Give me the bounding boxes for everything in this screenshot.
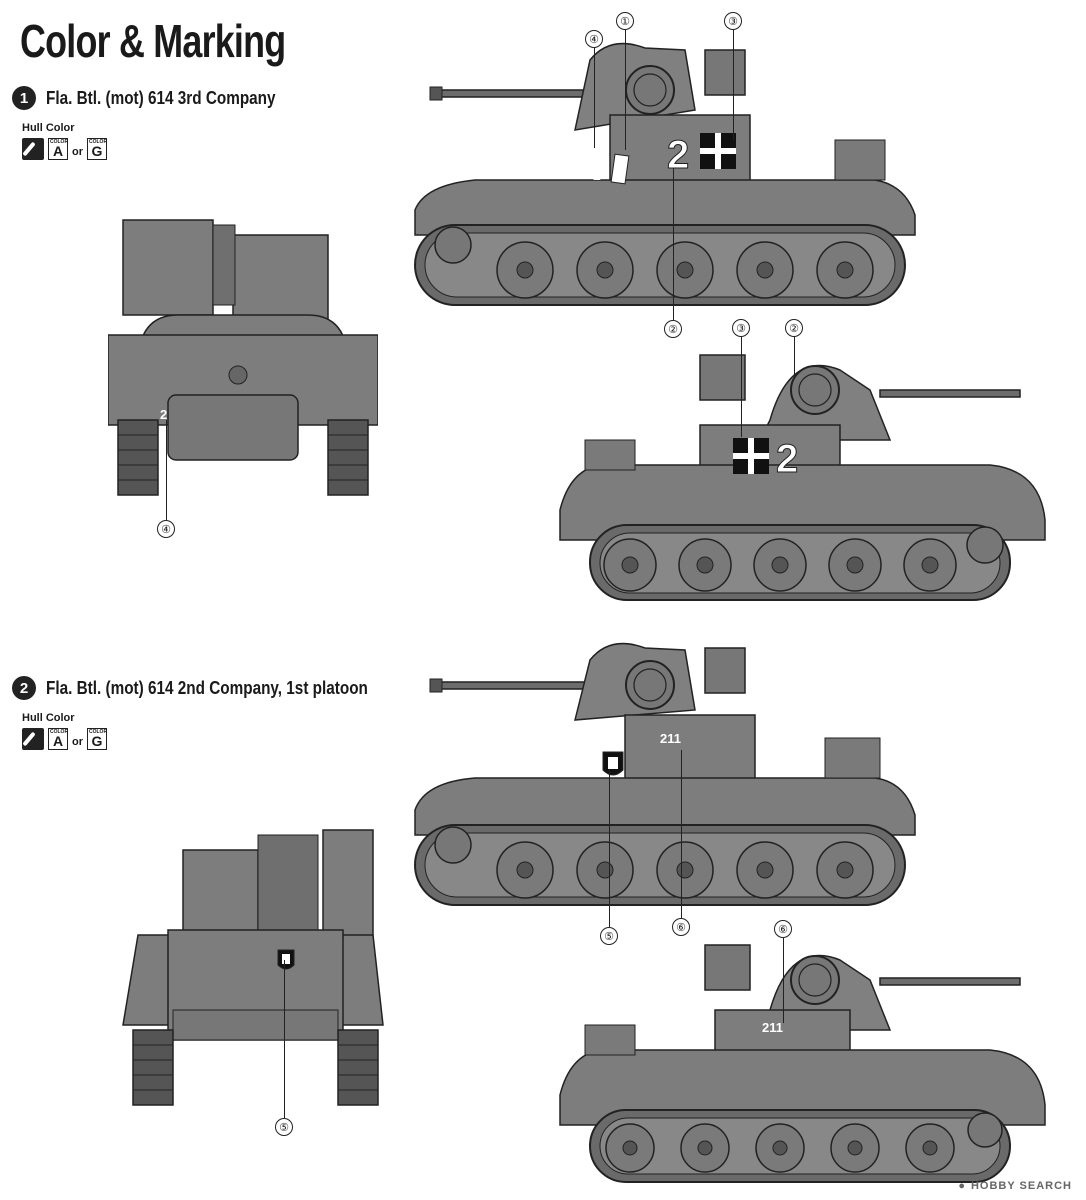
callout-2: ② [785, 319, 803, 337]
gun-barrel [434, 681, 586, 690]
callout-4: ④ [157, 520, 175, 538]
sight-ring [625, 65, 675, 115]
gun-barrel [879, 389, 1021, 398]
hull [559, 464, 1046, 541]
or-text: or [72, 146, 83, 158]
paint-brush-icon [22, 728, 44, 750]
callout-3: ③ [724, 12, 742, 30]
gun-barrel [434, 89, 586, 98]
scheme-2-number: 2 [12, 676, 36, 700]
balkenkreuz-marking [700, 133, 736, 169]
callout-1: ① [616, 12, 634, 30]
right-track [327, 419, 369, 496]
unit-badge-marking [610, 153, 630, 185]
hull-number-marking: 2 [593, 167, 601, 183]
callout-3: ③ [732, 319, 750, 337]
balkenkreuz-marking [733, 438, 769, 474]
paint-brush-icon [22, 138, 44, 160]
scheme-1-label: Fla. Btl. (mot) 614 3rd Company [46, 87, 276, 108]
hull-color-label-2: Hull Color [22, 712, 75, 724]
scheme-1-number: 1 [12, 86, 36, 110]
callout-5: ⑤ [600, 927, 618, 945]
callout-5: ⑤ [275, 1118, 293, 1136]
sight-ring [790, 365, 840, 415]
right-track [337, 1029, 379, 1106]
tank-2-left-side-view: 211 [414, 642, 916, 906]
gun-barrel [879, 977, 1021, 986]
tank-1-left-side-view: 2 2 [414, 42, 916, 306]
rear-number-marking: 2 [160, 407, 167, 422]
turret-number-marking: 2 [667, 133, 689, 177]
scheme-2-header: 2 Fla. Btl. (mot) 614 2nd Company, 1st p… [12, 676, 425, 700]
hull-color-label-1: Hull Color [22, 122, 75, 134]
turret-number-marking: 211 [762, 1020, 783, 1035]
scheme-2-label: Fla. Btl. (mot) 614 2nd Company, 1st pla… [46, 677, 368, 698]
left-track [132, 1029, 174, 1106]
or-text: or [72, 736, 83, 748]
superstructure [624, 714, 756, 781]
sight-ring [625, 660, 675, 710]
callout-6: ⑥ [672, 918, 690, 936]
callout-4: ④ [585, 30, 603, 48]
hull [559, 1049, 1046, 1126]
turret-number-marking: 2 [776, 437, 798, 481]
tank-1-rear-view: 2 [108, 219, 378, 496]
page-title: Color & Marking [20, 15, 286, 67]
tank-2-right-side-view: 211 [559, 944, 1046, 1183]
callout-2: ② [664, 320, 682, 338]
watermark: ● HOBBY SEARCH [958, 1180, 1072, 1192]
left-track [117, 419, 159, 496]
tank-2-rear-view [122, 829, 384, 1106]
turret-number-marking: 211 [660, 731, 681, 746]
hobby-search-logo-icon: ● [958, 1180, 965, 1192]
scheme-1-header: 1 Fla. Btl. (mot) 614 3rd Company [12, 86, 316, 110]
tank-1-right-side-view: 2 [559, 354, 1046, 601]
callout-6: ⑥ [774, 920, 792, 938]
sight-ring [790, 955, 840, 1005]
watermark-text: HOBBY SEARCH [970, 1180, 1072, 1192]
